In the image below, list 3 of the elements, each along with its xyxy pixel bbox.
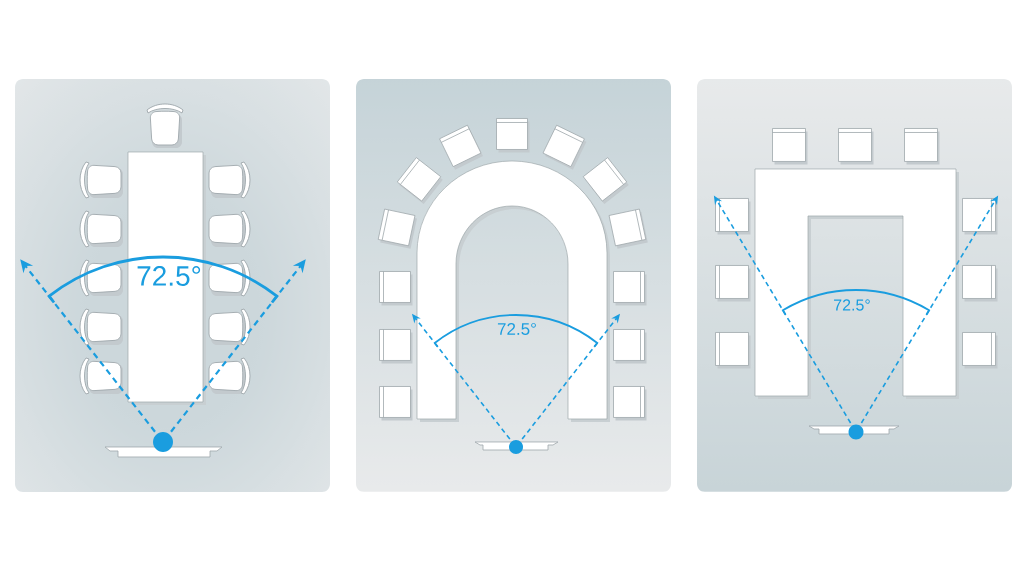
angle-label: 72.5° <box>497 323 536 335</box>
angle-label: 72.5° <box>834 299 870 311</box>
angle-label: 72.5° <box>137 266 201 286</box>
